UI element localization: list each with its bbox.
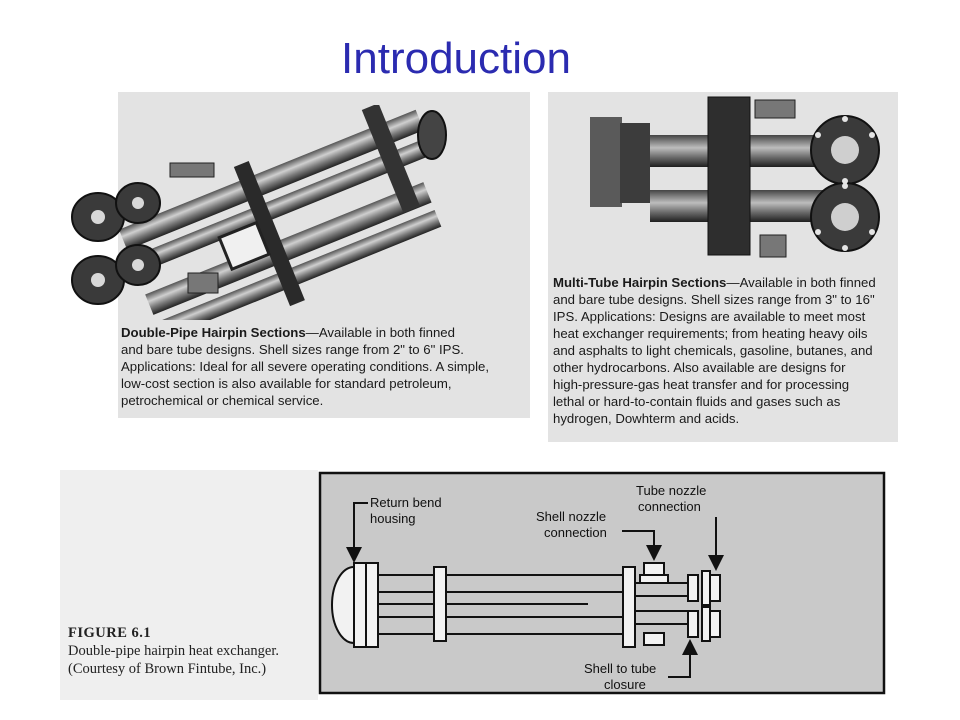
label-return-bend: Return bend [370,495,442,510]
label-tube-nozzle: Tube nozzle [636,483,706,498]
label-shell-nozzle: Shell nozzle [536,509,606,524]
double-pipe-line-3: low-cost section is also available for s… [121,376,452,391]
shell-lines [378,574,623,635]
multi-tube-heading: Multi-Tube Hairpin Sections [553,275,727,290]
return-bend-shape [331,566,355,644]
double-pipe-line-4: petrochemical or chemical service. [121,393,324,408]
multi-tube-line-0: —Available in both finned [726,275,876,290]
multi-tube-line-7: lethal or hard-to-contain fluids and gas… [553,394,841,409]
diagram-border [318,471,886,695]
multi-tube-line-6: high-pressure-gas heat transfer and for … [553,377,850,392]
double-pipe-line-1: and bare tube designs. Shell sizes range… [121,342,464,357]
multi-tube-line-5: other hydrocarbons. Also available are d… [553,360,846,375]
multi-tube-line-3: heat exchanger requirements; from heatin… [553,326,868,341]
figure-number: FIGURE 6.1 [68,625,152,641]
double-pipe-heading: Double-Pipe Hairpin Sections [121,325,306,340]
figure-caption: FIGURE 6.1 Double-pipe hairpin heat exch… [68,624,318,678]
double-pipe-line-2: Applications: Ideal for all severe opera… [121,359,489,374]
multi-tube-line-1: and bare tube designs. Shell sizes range… [553,292,875,307]
figure-caption-line-0: Double-pipe hairpin heat exchanger. [68,643,279,659]
multi-tube-hairpin-photo [590,96,880,258]
multi-tube-line-2: IPS. Applications: Designs are available… [553,309,866,324]
multi-tube-line-4: and asphalts to light chemicals, gasolin… [553,343,873,358]
page-title: Introduction [341,34,571,83]
double-pipe-description: Double-Pipe Hairpin Sections—Available i… [121,324,531,409]
label-shell-to-tube-2: closure [604,677,646,692]
figure-caption-line-1: (Courtesy of Brown Fintube, Inc.) [68,661,267,677]
double-pipe-line-0: —Available in both finned [305,325,455,340]
multi-tube-line-8: hydrogen, Dowhterm and acids. [553,411,740,426]
double-pipe-hairpin-photo [71,105,447,320]
label-return-bend-2: housing [370,511,416,526]
label-tube-nozzle-2: connection [638,499,701,514]
label-shell-nozzle-2: connection [544,525,607,540]
label-shell-to-tube: Shell to tube [584,661,656,676]
multi-tube-description: Multi-Tube Hairpin Sections—Available in… [553,274,898,427]
figure-scan-strip [60,470,318,700]
hairpin-exchanger-diagram: Return bend housing Shell nozzle connect… [318,471,886,695]
